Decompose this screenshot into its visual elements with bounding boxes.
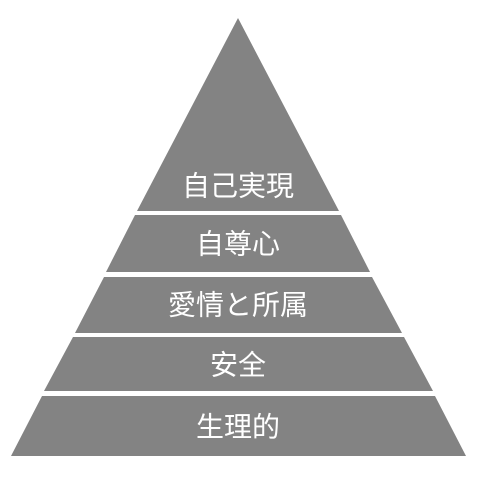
tier-label-love-belonging: 愛情と所属 (168, 289, 308, 322)
pyramid-tier-self-actualization (137, 18, 339, 211)
pyramid-tier-esteem (106, 215, 370, 272)
tier-label-esteem: 自尊心 (196, 228, 280, 261)
pyramid-tier-physiological (11, 396, 466, 456)
tier-label-self-actualization: 自己実現 (182, 170, 294, 203)
pyramid-tier-safety (44, 337, 433, 391)
tier-label-physiological: 生理的 (196, 411, 280, 444)
tier-label-safety: 安全 (210, 349, 266, 382)
pyramid-tier-love-belonging (75, 277, 402, 333)
